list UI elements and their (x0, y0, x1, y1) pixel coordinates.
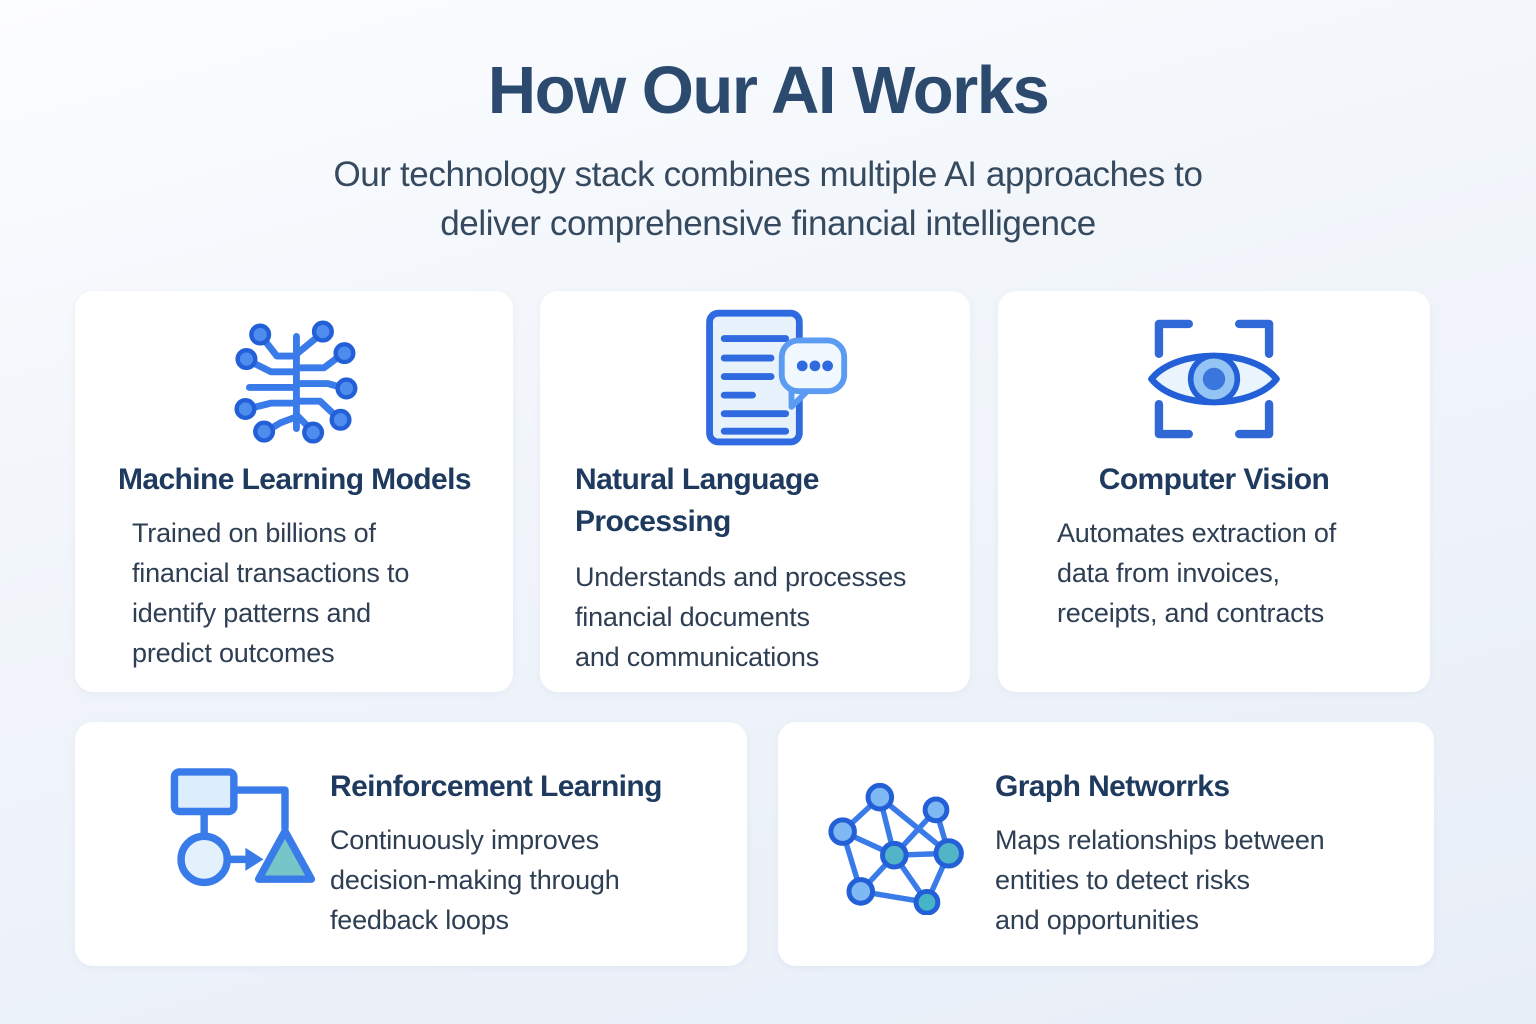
card-machine-learning: Machine Learning Models Trained on billi… (75, 291, 513, 692)
page-title: How Our AI Works (487, 53, 1050, 128)
network-graph-icon (820, 770, 965, 920)
card-description: Trained on billions of financial transac… (132, 518, 410, 668)
card-description: Understands and processes financial docu… (575, 562, 907, 672)
card-computer-vision: Computer Vision Automates extraction of … (998, 291, 1430, 692)
eye-scan-icon (1144, 309, 1284, 454)
card-title: Natural Language Processing (575, 463, 819, 538)
page-subtitle: Our technology stack combines multiple A… (333, 155, 1203, 243)
card-description: Maps relationships between entities to d… (995, 825, 1325, 935)
card-natural-language-processing: Natural Language Processing Understands … (540, 291, 970, 692)
card-title: Graph Networrks (995, 770, 1230, 803)
card-description: Automates extraction of data from invoic… (1057, 518, 1337, 628)
card-title: Reinforcement Learning (330, 770, 662, 803)
card-graph-networks: Graph Networrks Maps relationships betwe… (778, 722, 1434, 966)
card-reinforcement-learning: Reinforcement Learning Continuously impr… (75, 722, 747, 966)
card-title: Machine Learning Models (118, 463, 472, 496)
document-chat-icon (692, 305, 852, 460)
card-description: Continuously improves decision-making th… (330, 825, 620, 935)
circuit-board-icon (220, 311, 367, 463)
card-title: Computer Vision (1098, 463, 1330, 496)
flowchart-icon (153, 762, 318, 899)
